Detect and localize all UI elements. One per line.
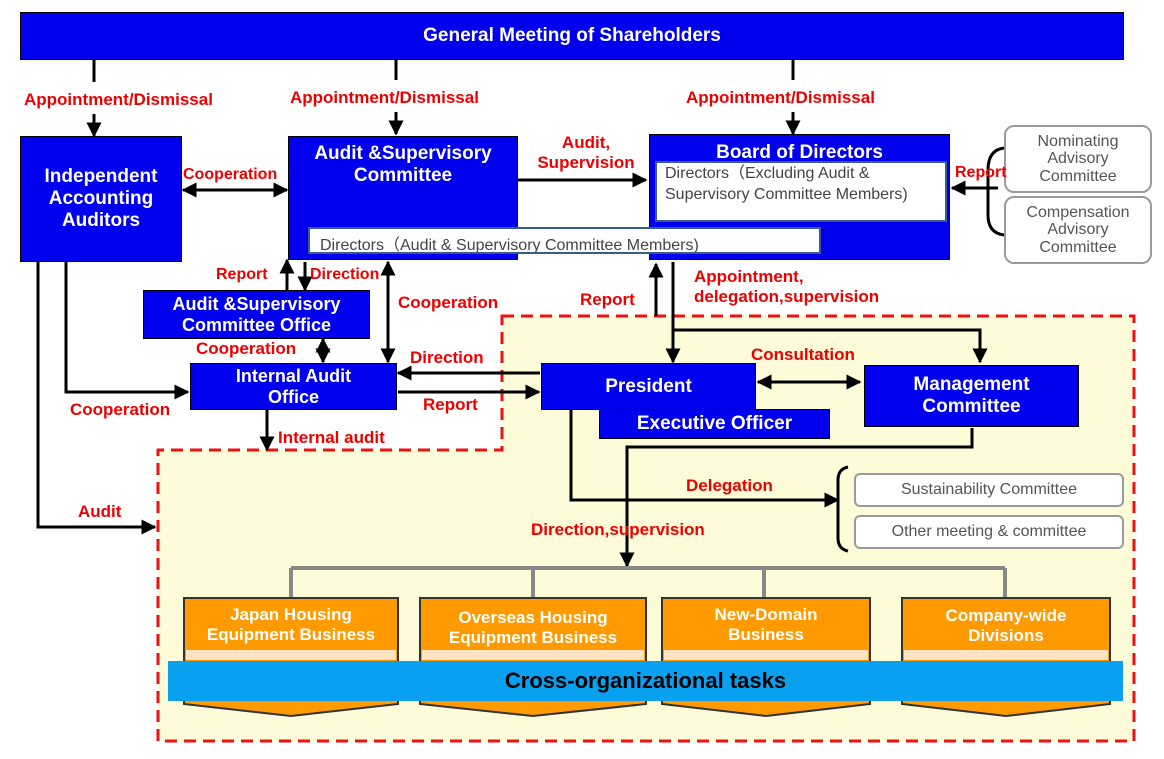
label-cooperation-internal: Cooperation xyxy=(70,400,171,419)
auditors-title: Independent Accounting Auditors xyxy=(44,166,158,231)
business-company-wide: Company-wide Divisions xyxy=(904,600,1108,652)
label-appointment-committee: Appointment/Dismissal xyxy=(290,88,479,107)
audit-committee-title: Audit &Supervisory Committee xyxy=(314,143,492,186)
label-consultation: Consultation xyxy=(751,345,855,364)
label-cooperation-auditors: Cooperation xyxy=(183,166,278,183)
auditors-box: Independent Accounting Auditors xyxy=(20,136,182,262)
business-label: Company-wide Divisions xyxy=(945,605,1067,645)
label-direction-supervision: Direction,supervision xyxy=(531,520,705,539)
label-direction-president: Direction xyxy=(410,348,484,367)
business-label: Overseas Housing Equipment Business xyxy=(448,607,618,647)
shareholders-title: General Meeting of Shareholders xyxy=(423,25,721,47)
committee-office-box: Audit &Supervisory Committee Office xyxy=(143,290,370,339)
label-appointment-auditors: Appointment/Dismissal xyxy=(24,90,213,109)
business-label: Japan Housing Equipment Business xyxy=(206,604,376,644)
management-committee-box: Management Committee xyxy=(864,365,1079,427)
label-cooperation-office: Cooperation xyxy=(196,339,297,358)
label-report-president: Report xyxy=(580,290,635,309)
label-report-internal: Report xyxy=(423,395,478,414)
internal-audit-office-box: Internal Audit Office xyxy=(190,363,397,410)
label-internal-audit: Internal audit xyxy=(278,428,385,447)
board-directors-box: Directors（Excluding Audit & Supervisory … xyxy=(655,161,947,222)
other-meeting-box: Other meeting & committee xyxy=(854,515,1124,549)
executive-officer-box: Executive Officer xyxy=(599,409,830,439)
executive-officer-title: Executive Officer xyxy=(636,413,793,435)
board-directors-text: Directors（Excluding Audit & Supervisory … xyxy=(665,165,908,203)
cross-organizational-text: Cross-organizational tasks xyxy=(504,668,787,693)
label-delegation: Delegation xyxy=(686,476,773,495)
business-label: New-Domain Business xyxy=(714,604,818,644)
sustainability-committee-text: Sustainability Committee xyxy=(900,481,1078,499)
label-cooperation-committee: Cooperation xyxy=(398,293,499,312)
committee-members-text: Directors（Audit & Supervisory Committee … xyxy=(320,237,699,254)
shareholders-box: General Meeting of Shareholders xyxy=(20,12,1124,60)
president-box: President xyxy=(541,363,756,410)
label-audit: Audit xyxy=(78,502,122,521)
label-appointment-board: Appointment/Dismissal xyxy=(686,88,875,107)
board-title: Board of Directors xyxy=(716,142,883,163)
nominating-committee-text: Nominating Advisory Committee xyxy=(1037,132,1119,185)
cross-organizational-band: Cross-organizational tasks xyxy=(168,661,1123,701)
sustainability-committee-box: Sustainability Committee xyxy=(854,473,1124,507)
label-audit-supervision: Audit, Supervision xyxy=(537,133,635,173)
label-report-board: Report xyxy=(955,164,1007,181)
label-direction-committee: Direction xyxy=(310,266,380,283)
committee-members-box: Directors（Audit & Supervisory Committee … xyxy=(308,227,821,254)
label-appointment-delegation: Appointment, delegation,supervision xyxy=(694,267,880,307)
nominating-committee-box: Nominating Advisory Committee xyxy=(1004,125,1152,193)
compensation-committee-text: Compensation Advisory Committee xyxy=(1026,203,1130,256)
label-report-committee: Report xyxy=(216,266,268,283)
internal-audit-office-title: Internal Audit Office xyxy=(235,365,352,407)
other-meeting-text: Other meeting & committee xyxy=(891,523,1087,541)
business-new-domain: New-Domain Business xyxy=(664,600,868,650)
business-overseas-housing: Overseas Housing Equipment Business xyxy=(422,602,644,654)
management-committee-title: Management Committee xyxy=(913,374,1030,417)
president-title: President xyxy=(605,375,692,397)
business-japan-housing: Japan Housing Equipment Business xyxy=(186,600,396,650)
compensation-committee-box: Compensation Advisory Committee xyxy=(1004,196,1152,264)
committee-office-title: Audit &Supervisory Committee Office xyxy=(172,293,341,335)
